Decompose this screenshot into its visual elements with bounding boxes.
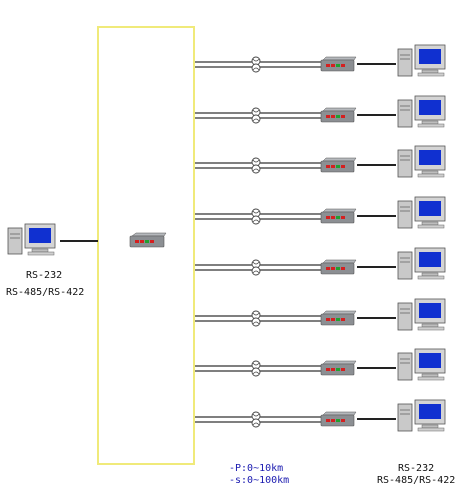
branch-row <box>195 399 446 432</box>
branch-row <box>195 348 446 381</box>
fiber-coil-icon <box>251 157 261 174</box>
computer-icon <box>397 145 446 178</box>
computer-icon <box>397 348 446 381</box>
converter-device-icon <box>320 56 357 72</box>
left-computer-icon <box>7 223 56 256</box>
branch-row <box>195 145 446 178</box>
computer-icon <box>397 247 446 280</box>
computer-icon <box>397 95 446 128</box>
computer-icon <box>397 298 446 331</box>
distance-note-s: -s:0~100km <box>229 475 290 486</box>
fiber-coil-icon <box>251 360 261 377</box>
fiber-coil-icon <box>251 56 261 73</box>
converter-device-icon <box>320 411 357 427</box>
computer-icon <box>397 399 446 432</box>
fiber-coil-icon <box>251 107 261 124</box>
converter-device-icon <box>320 157 357 173</box>
right-label-rs485: RS-485/RS-422 <box>377 475 456 486</box>
fiber-coil-icon <box>251 259 261 276</box>
branch-row <box>195 44 446 77</box>
right-label-rs232: RS-232 <box>398 463 435 474</box>
branch-rows <box>195 44 446 432</box>
branch-row <box>195 247 446 280</box>
converter-device-icon <box>320 107 357 123</box>
branch-row <box>195 95 446 128</box>
branch-row <box>195 298 446 331</box>
left-label-rs485: RS-485/RS-422 <box>6 287 85 298</box>
converter-device-icon <box>320 360 357 376</box>
converter-device-icon <box>320 259 357 275</box>
distance-note-p: -P:0~10km <box>229 463 284 474</box>
left-label-rs232: RS-232 <box>26 270 63 281</box>
hub-converter-icon <box>129 232 167 248</box>
computer-icon <box>397 44 446 77</box>
computer-icon <box>397 196 446 229</box>
fiber-coil-icon <box>251 310 261 327</box>
converter-device-icon <box>320 310 357 326</box>
converter-device-icon <box>320 208 357 224</box>
branch-row <box>195 196 446 229</box>
fiber-coil-icon <box>251 208 261 225</box>
fiber-coil-icon <box>251 411 261 428</box>
